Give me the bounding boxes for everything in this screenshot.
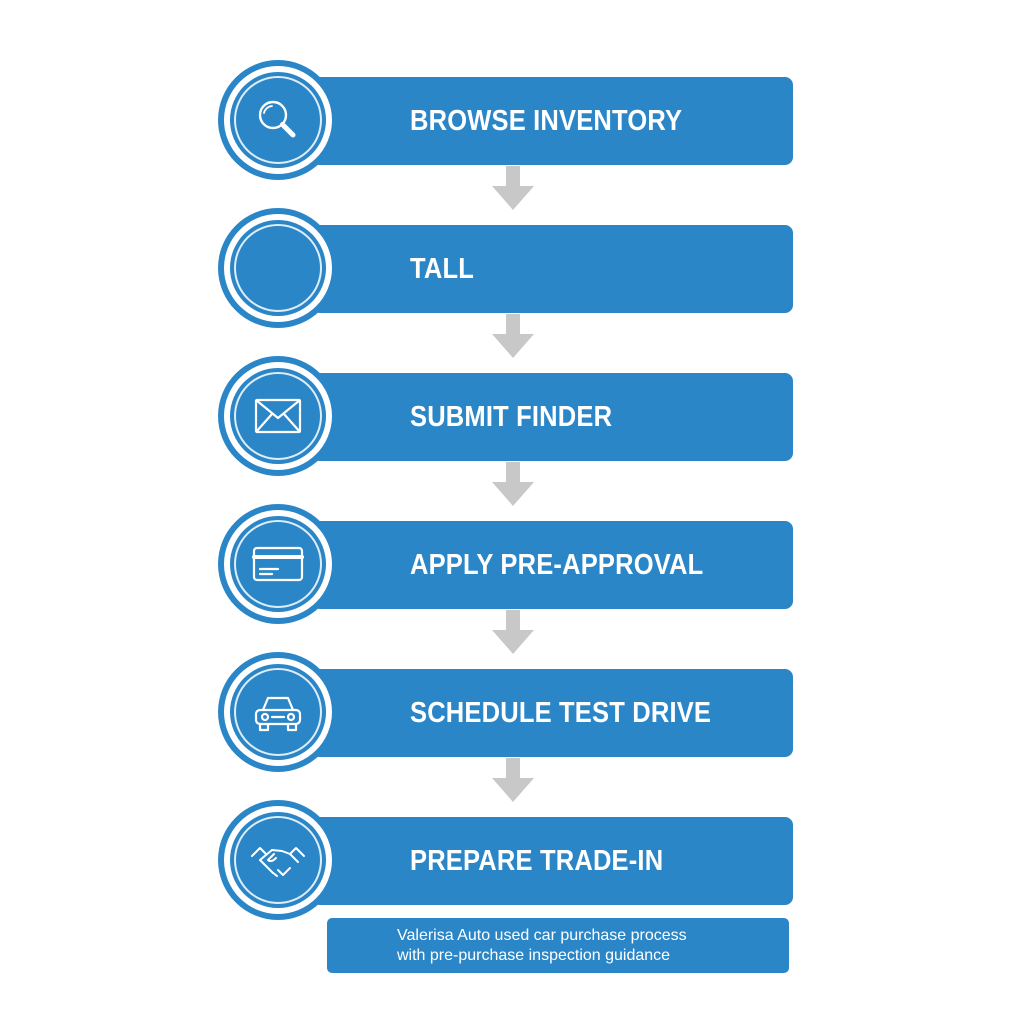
step-bar xyxy=(312,225,793,313)
down-arrow-icon xyxy=(490,166,536,212)
step-schedule-test-drive: SCHEDULE TEST DRIVE xyxy=(0,652,1024,772)
step-label: SCHEDULE TEST DRIVE xyxy=(410,697,712,729)
step-apply-pre-approval: APPLY PRE-APPROVAL xyxy=(0,504,1024,624)
step-label: BROWSE INVENTORY xyxy=(410,105,683,137)
step-badge-outline xyxy=(234,372,322,460)
step-label: PREPARE TRADE-IN xyxy=(410,845,664,877)
step-label: TALL xyxy=(410,253,475,285)
down-arrow-icon xyxy=(490,314,536,360)
step-prepare-trade-in: PREPARE TRADE-IN xyxy=(0,800,1024,920)
step-label: APPLY PRE-APPROVAL xyxy=(410,549,704,581)
down-arrow-icon xyxy=(490,610,536,656)
step-bar xyxy=(312,77,793,165)
car-icon xyxy=(238,672,318,752)
step-bar xyxy=(312,669,793,757)
down-arrow-icon xyxy=(490,758,536,804)
caption-line-1: Valerisa Auto used car purchase process xyxy=(397,927,687,944)
caption-line-2: with pre-purchase inspection guidance xyxy=(397,947,671,964)
step-badge-outline xyxy=(234,224,322,312)
step-badge-outline xyxy=(234,520,322,608)
step-browse-inventory: BROWSE INVENTORY xyxy=(0,60,1024,180)
credit-card-icon xyxy=(238,524,318,604)
step-bar xyxy=(312,521,793,609)
handshake-icon xyxy=(238,820,318,900)
step-label: SUBMIT FINDER xyxy=(410,401,613,433)
step-badge-outline xyxy=(234,76,322,164)
step-badge-outline xyxy=(234,816,322,904)
step-tall: TALL xyxy=(0,208,1024,328)
down-arrow-icon xyxy=(490,462,536,508)
envelope-icon xyxy=(238,376,318,456)
step-bar xyxy=(312,373,793,461)
step-badge-outline xyxy=(234,668,322,756)
step-submit-finder: SUBMIT FINDER xyxy=(0,356,1024,476)
search-icon xyxy=(238,80,318,160)
step-bar xyxy=(312,817,793,905)
caption-box: Valerisa Auto used car purchase process … xyxy=(327,918,789,973)
